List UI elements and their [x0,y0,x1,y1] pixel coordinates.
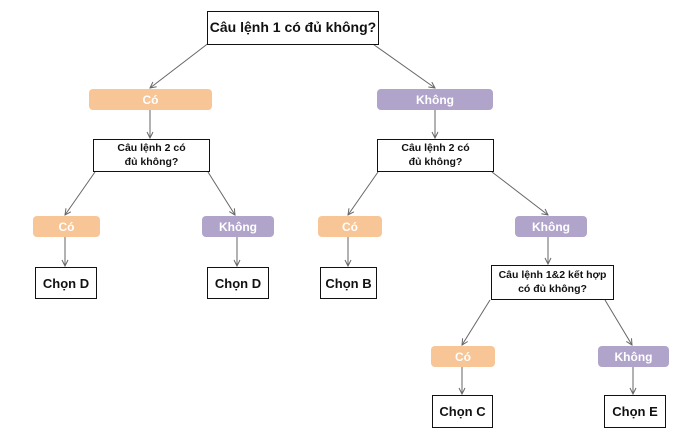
edge-q3-yes [462,299,491,345]
question-node-2-right: Câu lệnh 2 có đủ không? [377,139,494,172]
result-choose-c: Chọn C [432,395,493,428]
edge-q2left-no [207,171,235,215]
result-choose-d-1: Chọn D [35,267,97,299]
question-node-3: Câu lệnh 1&2 kết hợp có đủ không? [491,265,614,300]
edge-q1-yes [150,41,211,88]
result-choose-b: Chọn B [320,267,377,299]
edge-q2right-no [491,171,548,215]
question-node-2-left: Câu lệnh 2 có đủ không? [93,139,210,172]
result-choose-d-2: Chọn D [207,267,269,299]
question-node-1: Câu lệnh 1 có đủ không? [207,11,379,45]
answer-no-node-2-left: Không [202,216,274,237]
answer-yes-node-1: Có [89,89,212,110]
answer-no-node-3: Không [598,346,669,367]
result-choose-e: Chọn E [604,395,666,428]
edge-q2left-yes [65,171,96,215]
answer-yes-node-2-left: Có [33,216,100,237]
answer-yes-node-2-right: Có [318,216,382,237]
edge-q1-no [369,41,435,88]
answer-no-node-2-right: Không [515,216,587,237]
edge-q2right-yes [348,171,379,215]
answer-no-node-1: Không [377,89,493,110]
answer-yes-node-3: Có [431,346,495,367]
edge-q3-no [604,299,632,345]
